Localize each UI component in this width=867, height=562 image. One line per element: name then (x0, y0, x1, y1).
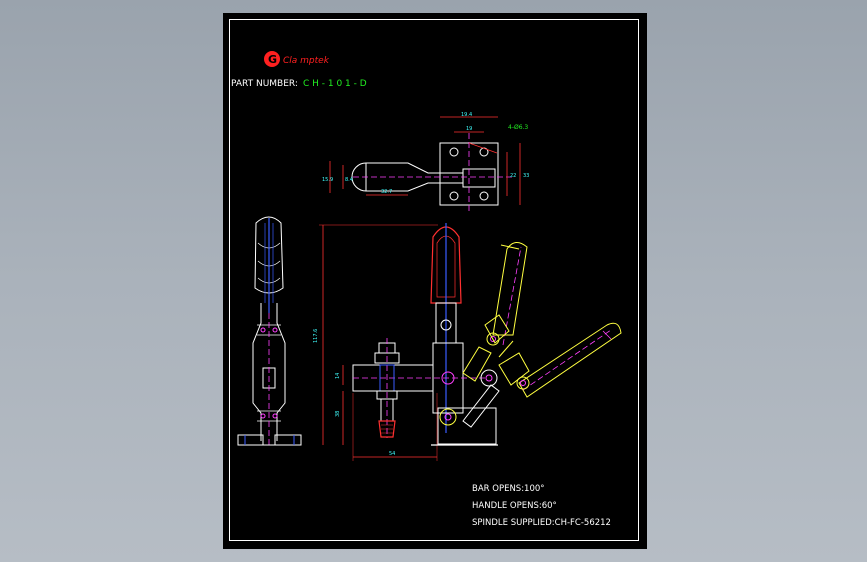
dim-bar-length: 32.7 (381, 189, 392, 195)
dim-overall-height: 117.6 (313, 329, 319, 343)
note-handle-opens: HANDLE OPENS:60° (472, 501, 557, 511)
end-view (237, 216, 302, 446)
brand-logo: G Cla mptek (264, 51, 330, 67)
dim-plate-height: 33 (523, 173, 529, 179)
hole-callout: 4-Ø6.3 (508, 124, 528, 131)
part-number-value: C H - 1 0 1 - D (303, 79, 367, 89)
logo-letter: G (268, 53, 277, 66)
front-view: 117.6 14 38 54 (313, 223, 622, 461)
dim-mount-upper: 14 (335, 373, 341, 379)
part-number-label: PART NUMBER: (231, 79, 298, 89)
brand-name: Cla mptek (283, 56, 330, 66)
dim-hole-pitch-x: 19 (466, 126, 472, 132)
top-view: 19.4 19 33 22 15.9 8.4 32.7 4-Ø6.3 (322, 112, 529, 213)
dim-bar-height: 15.9 (322, 177, 333, 183)
drawing-sheet: G Cla mptek PART NUMBER: C H - 1 0 1 - D (223, 13, 647, 549)
note-spindle: SPINDLE SUPPLIED:CH-FC-56212 (472, 518, 611, 528)
dim-bar-slot: 8.4 (345, 177, 353, 183)
dim-base-length: 54 (389, 451, 395, 457)
dim-top-width: 19.4 (461, 112, 472, 118)
dim-hole-pitch-y: 22 (510, 173, 516, 179)
drawing-frame (229, 19, 639, 541)
note-bar-opens: BAR OPENS:100° (472, 484, 545, 494)
dim-mount-lower: 38 (335, 411, 341, 417)
logo-mark (264, 51, 280, 67)
cad-drawing: G Cla mptek PART NUMBER: C H - 1 0 1 - D (231, 51, 622, 528)
